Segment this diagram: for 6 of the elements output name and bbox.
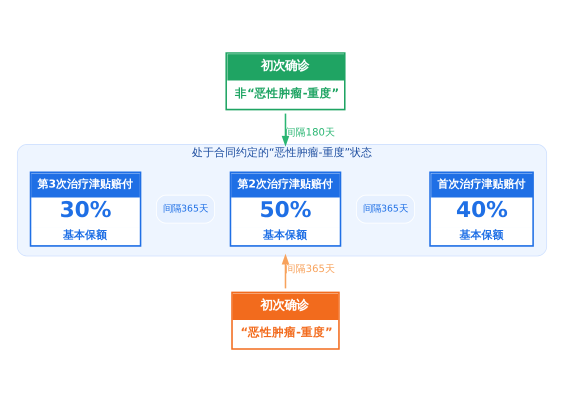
edge-label: 间隔365天 bbox=[286, 263, 335, 274]
node-box: 间隔365天 bbox=[156, 194, 215, 223]
arrow bbox=[282, 113, 290, 146]
arrow bbox=[282, 253, 290, 288]
edge-label: 间隔180天 bbox=[286, 126, 335, 138]
node-box: 间隔365天 bbox=[356, 194, 415, 223]
